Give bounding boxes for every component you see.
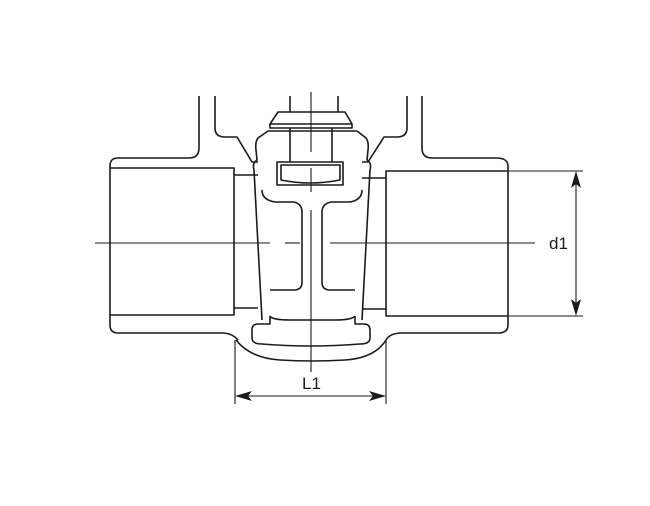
arrow-up-icon <box>571 171 581 188</box>
bottom-cavity <box>235 316 387 362</box>
dimension-L1 <box>234 340 387 404</box>
bonnet-neck <box>214 96 408 163</box>
arrow-down-icon <box>571 299 581 316</box>
left-end-socket <box>110 167 258 316</box>
left-body-outline <box>109 96 239 341</box>
arrow-right-icon <box>369 391 386 401</box>
arrow-left-icon <box>235 391 252 401</box>
dimension-label-L1: L1 <box>302 374 321 393</box>
gate-wedge <box>261 189 363 321</box>
stem-housing <box>252 130 372 321</box>
gate-head-slot <box>276 161 344 186</box>
dimension-label-d1: d1 <box>549 234 568 253</box>
right-body-outline <box>385 96 509 341</box>
dimension-d1 <box>508 170 583 317</box>
